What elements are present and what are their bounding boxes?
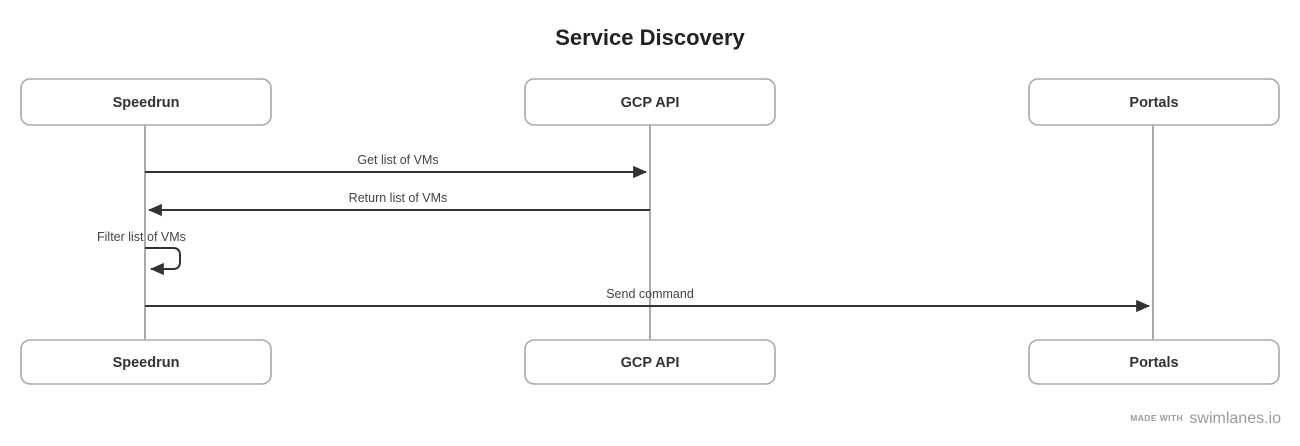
message-label: Get list of VMs [357,153,438,167]
participant-label: GCP API [621,355,680,371]
participant-box[interactable] [20,78,272,126]
footer-brand-link[interactable]: swimlanes.io [1189,410,1281,427]
participant-footer-row: Speedrun GCP API Portals [20,339,1280,385]
participant-box[interactable] [20,339,272,385]
participant-box[interactable] [1028,339,1280,385]
participant-box[interactable] [524,78,776,126]
message-self-loop[interactable] [145,247,181,276]
participant-speedrun-bottom[interactable]: Speedrun [20,339,272,385]
participant-label: Speedrun [113,355,180,371]
participant-label: Speedrun [113,95,180,111]
messages: Get list of VMs Return list of VMs Filte… [97,153,1151,313]
footer-watermark[interactable]: MADE WITH swimlanes.io [1130,410,1281,427]
message-label: Send command [606,287,694,301]
lifelines [144,125,1154,340]
message-label: Return list of VMs [349,191,448,205]
message-return-list-of-vms[interactable]: Return list of VMs [147,191,650,217]
message-send-command[interactable]: Send command [145,287,1151,313]
participant-box[interactable] [524,339,776,385]
participant-portals-bottom[interactable]: Portals [1028,339,1280,385]
participant-speedrun-top[interactable]: Speedrun [20,78,272,126]
participant-gcp-api-bottom[interactable]: GCP API [524,339,776,385]
participant-gcp-api-top[interactable]: GCP API [524,78,776,126]
footer-made-with-label: MADE WITH [1130,413,1183,423]
message-label: Filter list of VMs [97,230,186,244]
participant-header-row: Speedrun GCP API Portals [20,78,1280,126]
participant-label: Portals [1129,355,1178,371]
participant-portals-top[interactable]: Portals [1028,78,1280,126]
participant-label: Portals [1129,95,1178,111]
message-filter-list-of-vms[interactable]: Filter list of VMs [97,230,186,276]
message-get-list-of-vms[interactable]: Get list of VMs [145,153,648,179]
participant-box[interactable] [1028,78,1280,126]
page-title: Service Discovery [555,25,745,50]
participant-label: GCP API [621,95,680,111]
